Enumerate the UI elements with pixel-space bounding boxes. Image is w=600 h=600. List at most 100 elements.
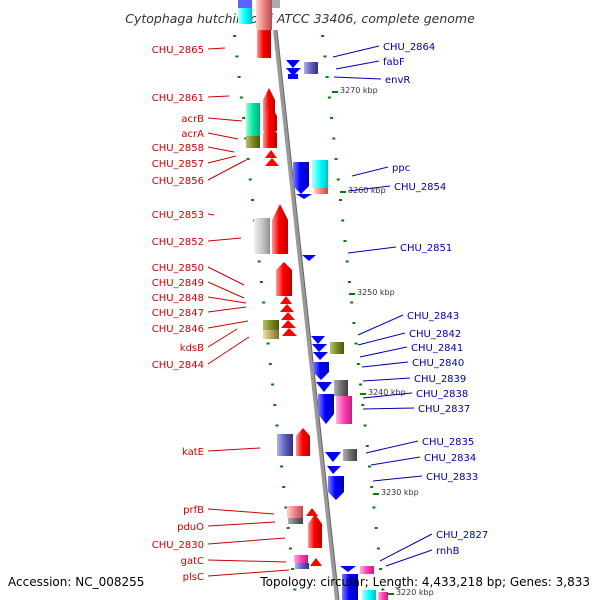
gene-chu-2838 xyxy=(334,380,348,396)
gene-label-left: plsC xyxy=(183,572,204,583)
gene-prfb xyxy=(287,506,303,518)
callout-line xyxy=(207,296,247,304)
callout-line xyxy=(207,569,290,577)
tick-right xyxy=(370,486,374,488)
gene-chu-2843 xyxy=(311,336,325,344)
callout-line xyxy=(207,521,276,527)
callout-line xyxy=(372,475,423,482)
gene-chu-2827 xyxy=(340,566,356,572)
scale-label: 3230 kbp xyxy=(381,488,419,497)
gene-chu-2844 xyxy=(263,330,279,339)
gene-top-blue-edge xyxy=(238,0,252,8)
accession-text: Accession: NC_008255 xyxy=(8,575,144,589)
gene-label-left: CHU_2844 xyxy=(152,360,204,371)
tick-left xyxy=(259,281,263,283)
gene-label-right: CHU_2841 xyxy=(411,343,463,354)
gene-label-left: CHU_2848 xyxy=(152,293,204,304)
callout-line xyxy=(207,213,215,216)
gene-plsc xyxy=(295,563,309,569)
gene-label-left: acrA xyxy=(181,129,204,140)
tick-left xyxy=(291,568,295,570)
gene-chu-2865 xyxy=(257,30,271,58)
gene-chu-2846b xyxy=(282,328,297,336)
tick-left xyxy=(235,55,239,58)
gene-label-right: CHU_2851 xyxy=(400,243,452,254)
scale-tick xyxy=(360,393,366,395)
callout-line xyxy=(362,377,411,382)
gene-gatc xyxy=(294,555,308,563)
gene-chu-2833b xyxy=(328,476,344,500)
tick-right xyxy=(325,76,329,78)
tick-left xyxy=(244,137,248,140)
callout-line xyxy=(207,117,243,122)
callout-line xyxy=(207,47,226,50)
callout-line xyxy=(207,146,235,153)
gene-chu-2848 xyxy=(280,304,294,312)
callout-line xyxy=(207,320,249,329)
callout-line xyxy=(207,237,242,242)
gene-envr xyxy=(304,62,318,74)
gene-label-left: CHU_2849 xyxy=(152,278,204,289)
callout-line xyxy=(207,95,230,98)
callout-line xyxy=(347,185,391,192)
tick-left xyxy=(288,547,292,550)
gene-plsc-fwd xyxy=(310,558,322,566)
callout-line xyxy=(207,508,275,515)
gene-label-left: CHU_2858 xyxy=(152,143,204,154)
tick-right xyxy=(327,96,331,99)
gene-fabf xyxy=(286,68,301,76)
tick-right xyxy=(381,588,385,591)
tick-left xyxy=(257,260,261,263)
gene-label-left: CHU_2850 xyxy=(152,263,204,274)
tick-left xyxy=(293,588,297,591)
tick-right xyxy=(321,35,325,37)
tick-right xyxy=(347,281,351,283)
scale-label: 3270 kbp xyxy=(340,86,378,95)
scale-tick xyxy=(373,493,379,495)
tick-right xyxy=(336,178,340,181)
callout-line xyxy=(361,361,409,368)
scale-tick xyxy=(332,91,338,93)
gene-acrb xyxy=(246,103,260,136)
gene-label-right: CHU_2864 xyxy=(383,42,435,53)
gene-label-right: CHU_2833 xyxy=(426,472,478,483)
tick-left xyxy=(248,178,252,181)
callout-line xyxy=(207,306,247,313)
callout-line xyxy=(385,549,433,567)
gene-label-right: rnhB xyxy=(436,546,460,557)
callout-line xyxy=(207,537,286,545)
gene-chu-2837b xyxy=(318,394,334,424)
gene-chu-2849 xyxy=(280,296,292,304)
gene-ppc xyxy=(293,162,309,194)
gene-pduo xyxy=(288,518,303,524)
gene-chu-2842 xyxy=(330,342,344,354)
callout-line xyxy=(332,45,380,58)
gene-label-left: CHU_2853 xyxy=(152,210,204,221)
callout-line xyxy=(207,159,247,181)
gene-chu-2854c xyxy=(296,194,312,199)
gene-kate xyxy=(277,434,293,456)
tick-right xyxy=(356,363,360,365)
callout-line xyxy=(207,559,287,563)
summary-text: Topology: circular; Length: 4,433,218 bp… xyxy=(259,575,590,589)
tick-right xyxy=(343,240,347,242)
callout-line xyxy=(333,76,382,80)
callout-line xyxy=(207,328,238,348)
gene-chu-2856 xyxy=(265,158,279,166)
gene-chu-2853 xyxy=(254,218,270,254)
callout-line xyxy=(207,266,245,286)
tick-left xyxy=(284,506,288,509)
gene-chu-2851 xyxy=(302,255,316,261)
tick-left xyxy=(246,158,250,160)
gene-chu-2847 xyxy=(281,312,295,320)
gene-chu-2834 xyxy=(343,449,357,461)
callout-line xyxy=(335,60,380,70)
tick-left xyxy=(268,363,272,365)
gene-chu-2846 xyxy=(281,320,296,328)
scale-label: 3260 kbp xyxy=(348,186,386,195)
tick-right xyxy=(334,158,338,160)
gene-bottom-cyan xyxy=(362,590,376,600)
gene-chu-2837 xyxy=(336,396,352,424)
callout-line xyxy=(362,392,413,399)
tick-right xyxy=(350,301,354,304)
